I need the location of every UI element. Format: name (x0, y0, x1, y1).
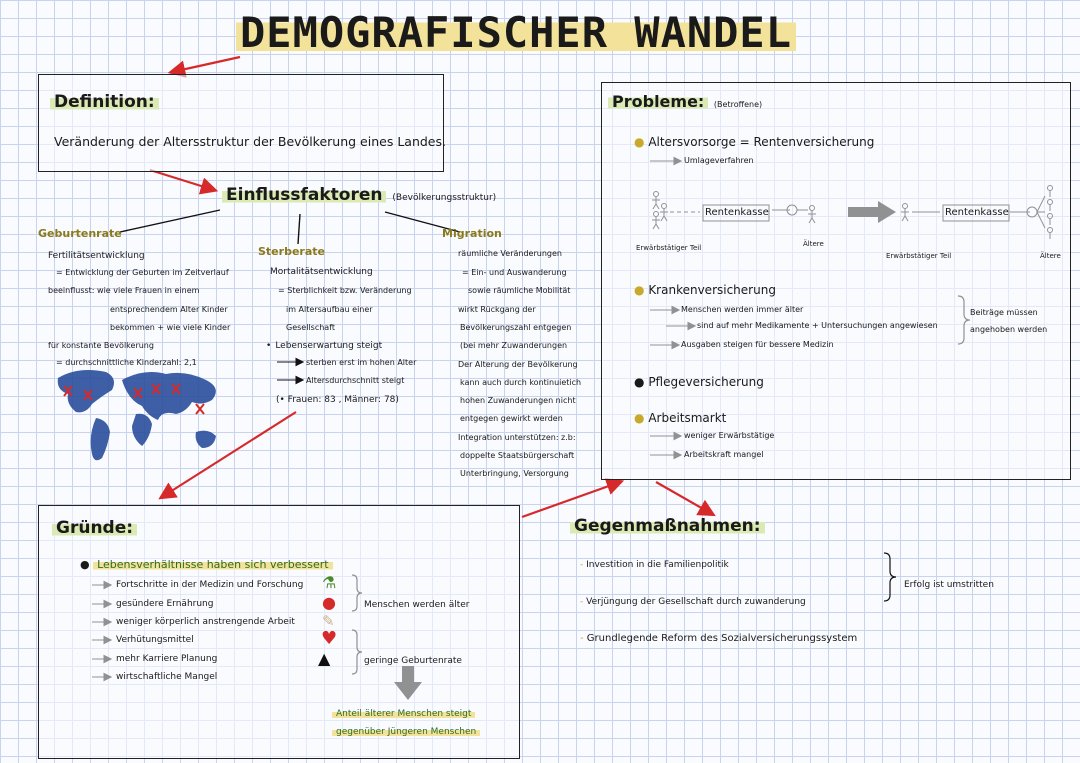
tools-icon: ✎ (322, 612, 335, 630)
mig-l3: sowie räumliche Mobilität (468, 286, 571, 295)
definition-text: Veränderung der Altersstruktur der Bevöl… (54, 134, 446, 149)
gruende-l3: weniger körperlich anstrengende Arbeit (116, 617, 295, 627)
aeltere-label-2: Ältere (1040, 252, 1061, 260)
mig-l5: Bevölkerungszahl entgegen (460, 323, 572, 332)
kranken-l3: Ausgaben steigen für bessere Medizin (681, 340, 834, 349)
einfluss-heading-text: Einflussfaktoren (222, 185, 387, 205)
result-line-2-text: gegenüber Jüngeren Menschen (332, 727, 481, 737)
mig-l11: Integration unterstützen: z.b: (458, 433, 576, 442)
geb-l7: = durchschnittliche Kinderzahl: 2,1 (56, 358, 197, 367)
geb-l5: bekommen + wie viele Kinder (110, 323, 231, 332)
aeltere-label-1: Ältere (803, 240, 824, 248)
mig-l6: (bei mehr Zuwanderungen (460, 341, 568, 350)
mig-l4: wirkt Rückgang der (458, 305, 536, 314)
page-title: DEMOGRAFISCHER WANDEL (236, 8, 797, 58)
gegen-m1: - Investition in die Familienpolitik (580, 560, 729, 570)
kranken-l1: Menschen werden immer älter (681, 305, 804, 314)
geb-l2: = Entwicklung der Geburten im Zeitverlau… (56, 268, 229, 277)
kranken-item: ● Krankenversicherung (634, 283, 776, 297)
probleme-sub: (Betroffene) (713, 100, 763, 109)
gruende-heading: Gründe: (52, 518, 138, 538)
ster-l6: sterben erst im hohen Alter (306, 358, 417, 367)
gruende-main: ● Lebensverhältnisse haben sich verbesse… (80, 558, 333, 572)
pflege-item: ● Pflegeversicherung (634, 375, 764, 389)
alter-text: Altersvorsorge = Rentenversicherung (648, 135, 875, 149)
mig-l10: entgegen gewirkt werden (460, 414, 563, 423)
umlage-text: Umlageverfahren (684, 156, 754, 165)
mig-l13: Unterbringung, Versorgung (460, 469, 569, 478)
gruende-box (38, 505, 520, 759)
definition-heading: Definition: (50, 92, 159, 112)
gruende-main-text: Lebensverhältnisse haben sich verbessert (93, 558, 333, 571)
arbeit-l1: weniger Erwärbstätige (684, 431, 775, 440)
mig-l1: räumliche Veränderungen (458, 249, 562, 258)
geb-l6: für konstante Bevölkerung (48, 341, 154, 350)
erw-label-2: Erwärbstätiger Teil (886, 252, 952, 260)
ster-l7: Altersdurchschnitt steigt (306, 376, 405, 385)
geb-l3: beeinflusst: wie viele Frauen in einem (48, 286, 200, 295)
gruende-l5: mehr Karriere Planung (116, 654, 218, 664)
mig-l12: doppelte Staatsbürgerschaft (460, 451, 575, 460)
ster-l5: Lebenserwartung steigt (266, 340, 382, 352)
apple-icon: ● (322, 593, 336, 612)
rentenkasse-2: Rentenkasse (945, 207, 1009, 218)
ster-l3: im Altersaufbau einer (286, 305, 373, 314)
gruende-l1: Fortschritte in der Medizin und Forschun… (116, 580, 304, 590)
kranken-text: Krankenversicherung (648, 283, 776, 297)
sterberate-heading: Sterberate (258, 245, 325, 258)
gruende-l2: gesündere Ernährung (116, 599, 214, 609)
ster-l8: (• Frauen: 83 , Männer: 78) (276, 395, 399, 405)
gegen-m1-text: Investition in die Familienpolitik (586, 560, 729, 570)
result-line-2: gegenüber Jüngeren Menschen (332, 726, 481, 738)
alter-item: ● Altersvorsorge = Rentenversicherung (634, 135, 875, 149)
ster-l1: Mortalitätsentwicklung (270, 267, 373, 277)
kranken-l2: sind auf mehr Medikamente + Untersuchung… (697, 321, 938, 330)
ster-l2: = Sterblichkeit bzw. Veränderung (278, 286, 412, 295)
arbeit-text: Arbeitsmarkt (648, 411, 727, 425)
arbeit-item: ● Arbeitsmarkt (634, 411, 727, 425)
heart-icon: ♥ (321, 628, 338, 649)
mig-l9: hohen Zuwanderungen nicht (460, 396, 576, 405)
result-geburtenrate: geringe Geburtenrate (364, 656, 462, 666)
result-line-1: Anteil älterer Menschen steigt (332, 708, 476, 720)
probleme-heading: Probleme: (Betroffene) (608, 92, 762, 115)
mig-l8: kann auch durch kontinuietich (460, 378, 582, 387)
gruende-l6: wirtschaftliche Mangel (116, 672, 218, 682)
title-text: DEMOGRAFISCHER WANDEL (236, 8, 797, 57)
geburtenrate-heading: Geburtenrate (38, 227, 122, 240)
einfluss-sub: (Bevölkerungsstruktur) (392, 193, 497, 203)
einfluss-heading: Einflussfaktoren (Bevölkerungsstruktur) (222, 184, 496, 209)
mig-l7: Der Alterung der Bevölkerung (458, 360, 578, 369)
mig-l2: = Ein- und Auswanderung (462, 268, 567, 277)
probleme-heading-text: Probleme: (608, 92, 709, 111)
gegen-heading-text: Gegenmaßnahmen: (570, 516, 765, 536)
migration-heading: Migration (442, 227, 502, 240)
probleme-box (601, 82, 1071, 480)
erw-label-1: Erwärbstätiger Teil (636, 244, 702, 252)
gegen-heading: Gegenmaßnahmen: (570, 516, 765, 536)
beitrag-l2: angehoben werden (970, 325, 1048, 334)
pflege-text: Pflegeversicherung (648, 375, 764, 389)
rentenkasse-1: Rentenkasse (705, 207, 769, 218)
gegen-m3-text: Grundlegende Reform des Sozialversicheru… (586, 633, 858, 644)
gruende-heading-text: Gründe: (52, 518, 138, 538)
arbeit-l2: Arbeitskraft mangel (684, 450, 764, 459)
gruende-l4: Verhütungsmittel (116, 635, 194, 645)
definition-box (38, 74, 444, 172)
beitrag-l1: Beiträge müssen (970, 308, 1038, 317)
graduation-cap-icon: ▲ (318, 649, 331, 668)
geb-l4: entsprechendem Alter Kinder (110, 305, 228, 314)
result-line-1-text: Anteil älterer Menschen steigt (332, 709, 476, 719)
gegen-m2: - Verjüngung der Gesellschaft durch zuwa… (580, 597, 806, 607)
definition-heading-text: Definition: (50, 92, 159, 112)
gegen-m2-text: Verjüngung der Gesellschaft durch zuwand… (586, 597, 806, 607)
flask-icon: ⚗ (322, 573, 337, 592)
result-aelter: Menschen werden älter (364, 600, 470, 610)
gegen-note: Erfolg ist umstritten (904, 580, 994, 590)
gegen-m3: - Grundlegende Reform des Sozialversiche… (580, 633, 858, 644)
geb-l1: Fertilitätsentwicklung (48, 251, 145, 261)
ster-l4: Gesellschaft (286, 323, 336, 332)
